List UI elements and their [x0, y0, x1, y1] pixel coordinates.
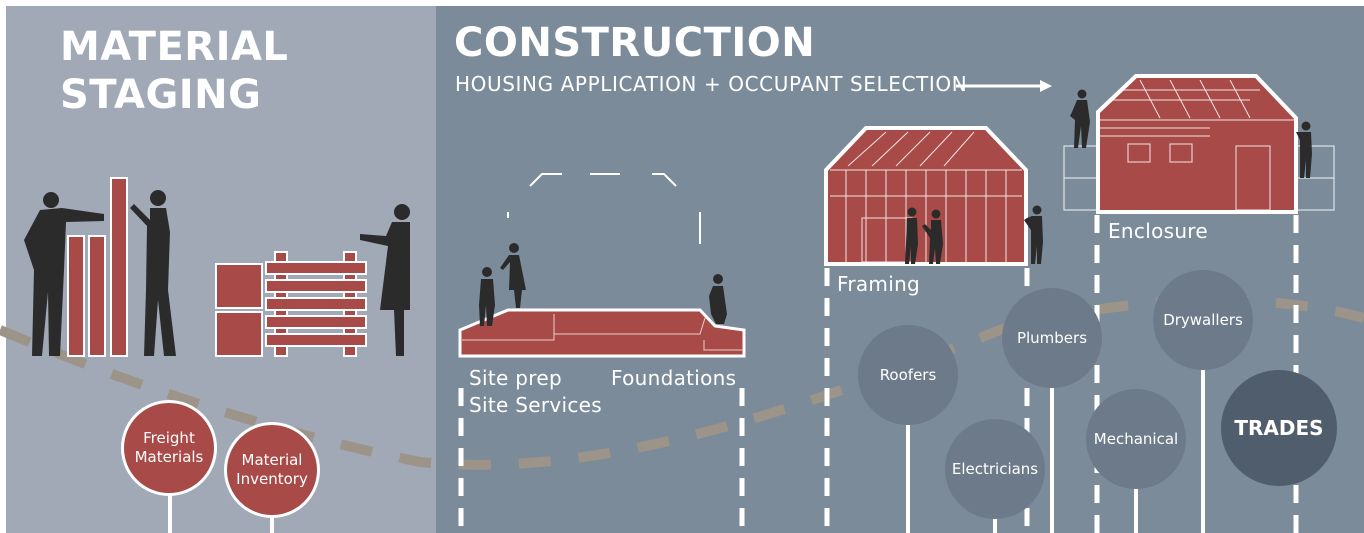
material-blocks: [215, 263, 263, 357]
construction-title: CONSTRUCTION: [454, 20, 816, 66]
construction-subtitle: HOUSING APPLICATION + OCCUPANT SELECTION: [455, 72, 968, 96]
circle-stems: [168, 370, 1205, 533]
foundation-workers: [479, 243, 727, 326]
stage-foundations: Foundations: [611, 366, 737, 390]
framing-workers: [905, 205, 1043, 264]
trade-plumbers: Plumbers: [1002, 288, 1102, 388]
staging-workers: [24, 190, 410, 356]
freight-line2: Materials: [134, 448, 204, 466]
stage-site-services: Site Services: [469, 393, 602, 417]
inventory-line2: Inventory: [236, 470, 308, 488]
freight-line1: Freight: [143, 429, 195, 447]
inventory-line1: Material: [241, 451, 303, 469]
material-rack: [265, 251, 367, 357]
enclosure-workers: [1070, 89, 1312, 178]
trade-electricians: Electricians: [945, 419, 1045, 519]
staging-title-line1: MATERIAL: [60, 24, 289, 70]
staging-title-line2: STAGING: [60, 72, 262, 118]
framing-house: [824, 126, 1028, 266]
trades-node: TRADES: [1221, 370, 1337, 486]
foundation-outline-top: [507, 173, 701, 244]
stage-framing: Framing: [837, 272, 921, 296]
trade-roofers: Roofers: [858, 325, 958, 425]
subtitle-arrow: [956, 80, 1052, 92]
stage-enclosure: Enclosure: [1108, 219, 1208, 243]
stage-site-prep: Site prep: [469, 366, 562, 390]
material-bars: [67, 177, 128, 357]
foundation-slab: [458, 308, 746, 358]
enclosure-house: [1096, 74, 1298, 214]
trade-drywallers: Drywallers: [1153, 270, 1253, 370]
trade-mechanical: Mechanical: [1086, 389, 1186, 489]
